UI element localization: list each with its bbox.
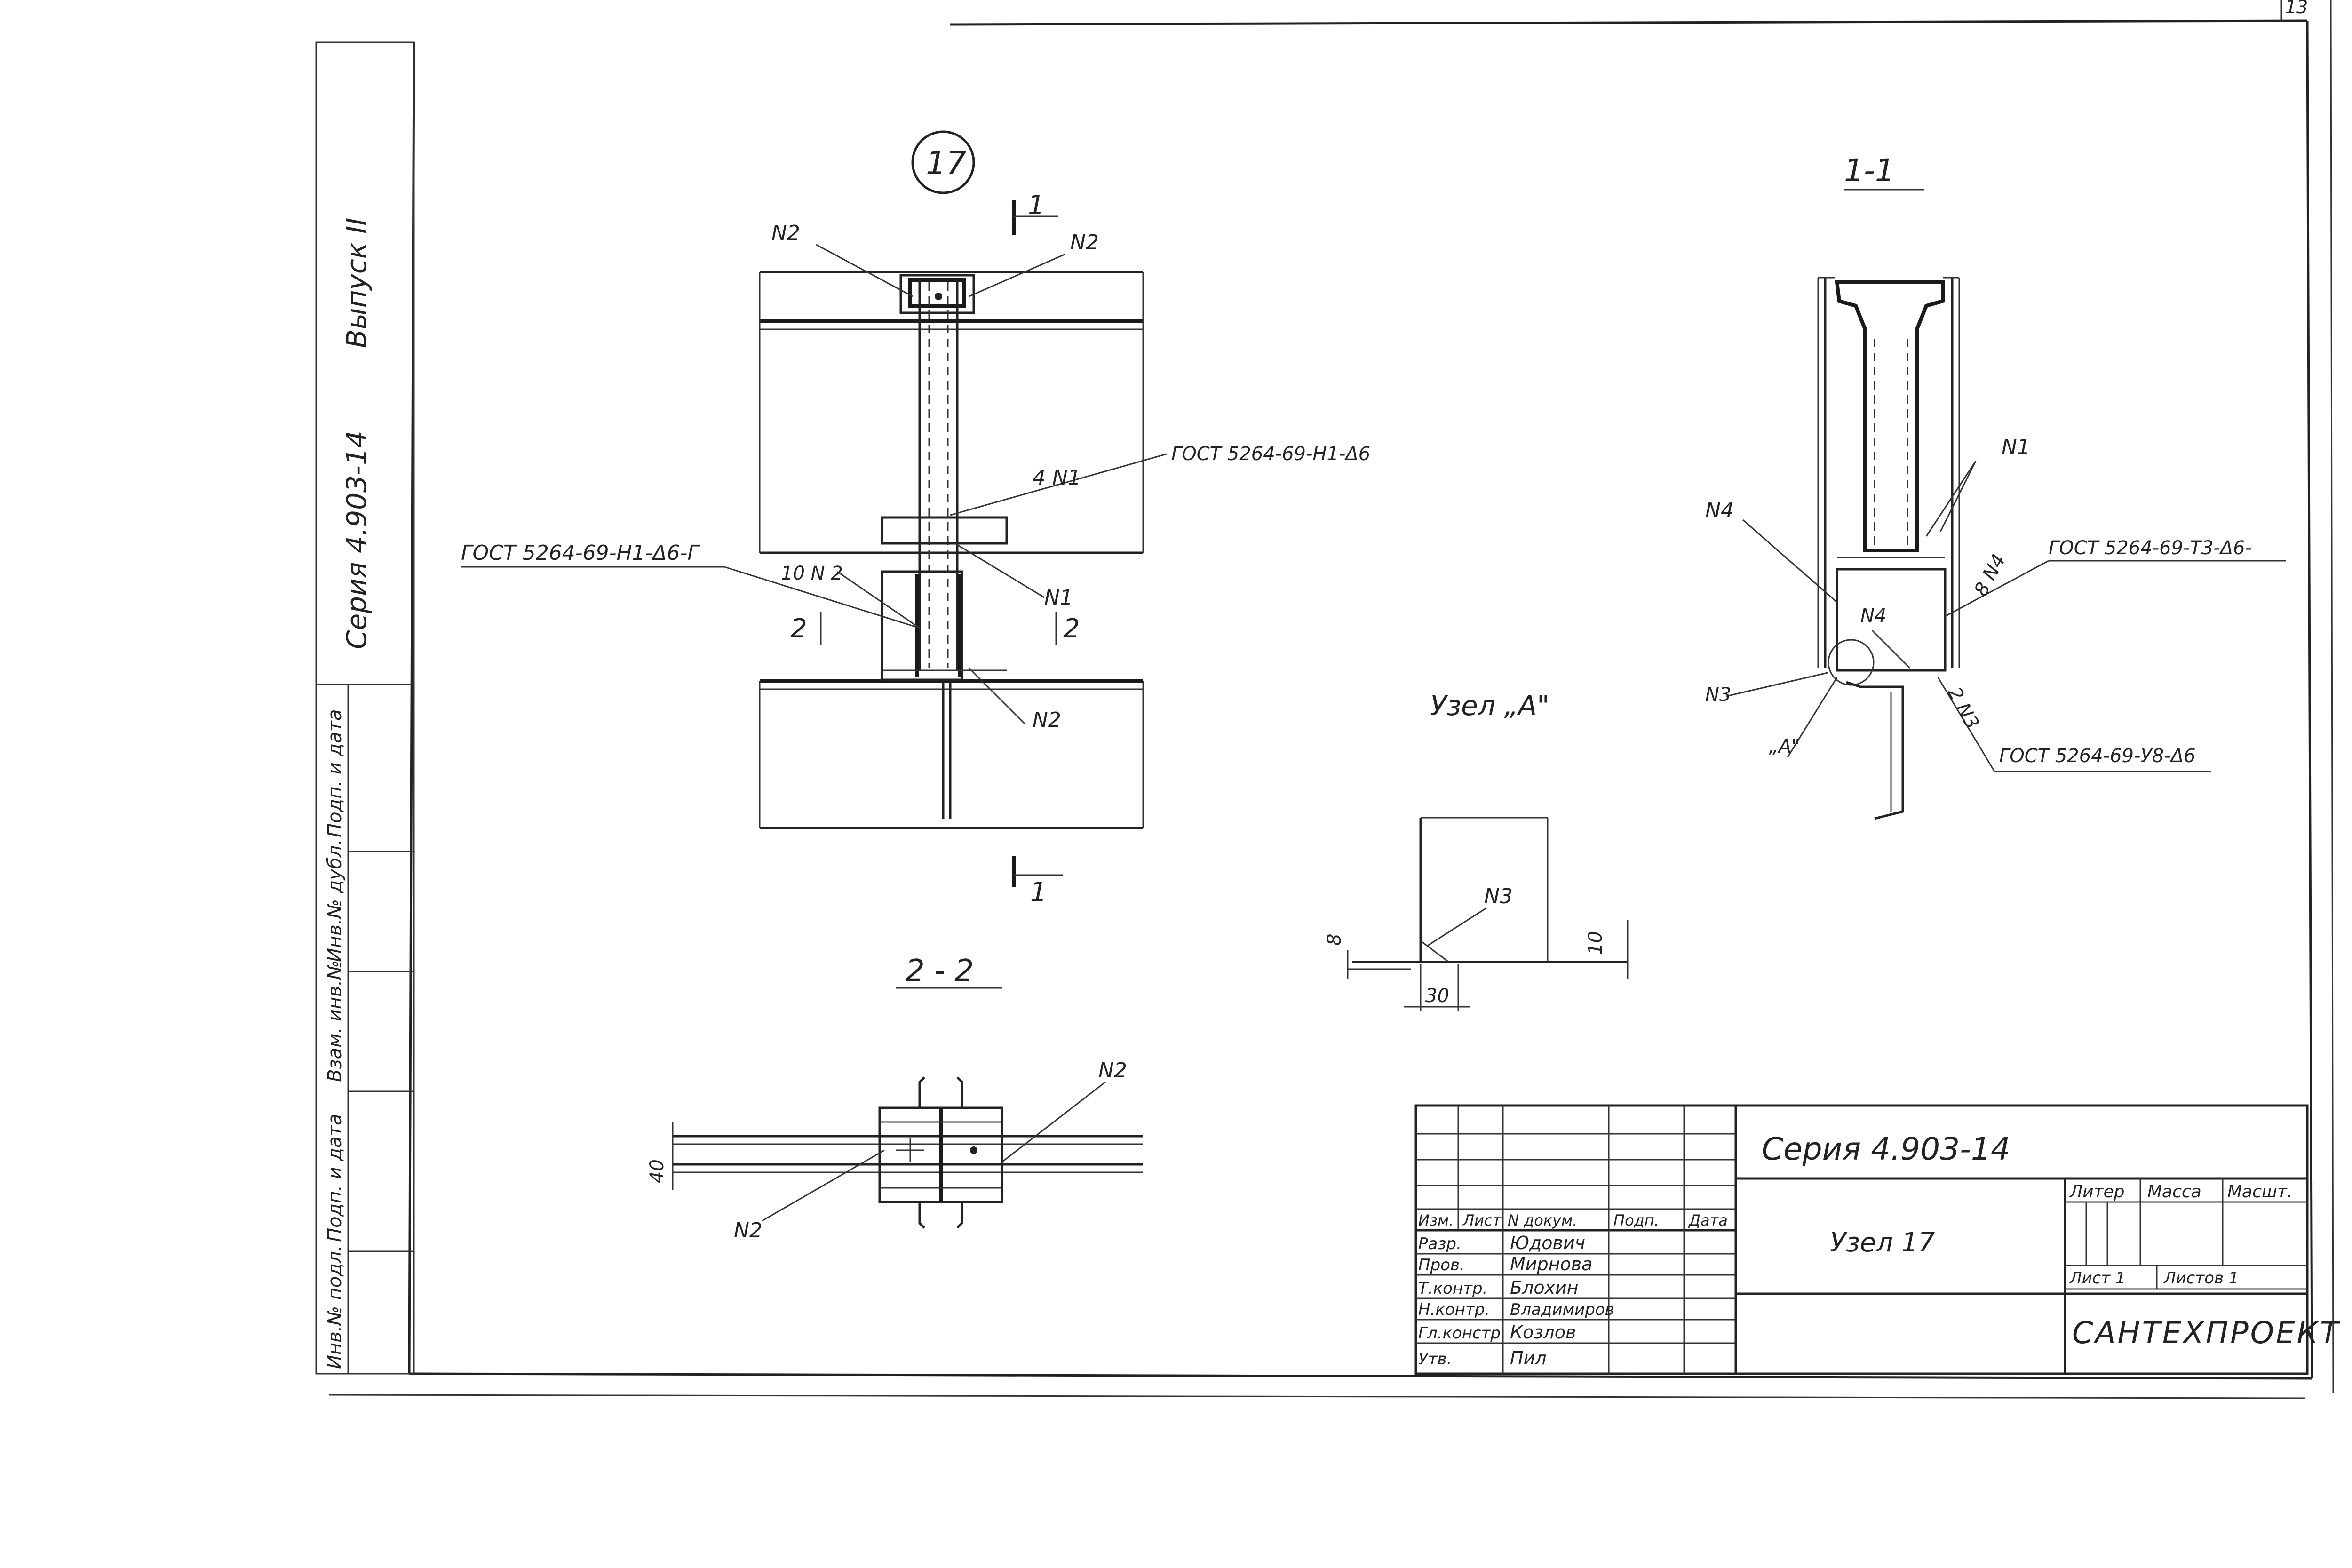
section-mark-2-right: 2	[1063, 613, 1080, 644]
section-1-1-title: 1-1	[1844, 152, 1895, 189]
label-n1-section: N1	[2002, 435, 2030, 459]
label-n2-2-2-left: N2	[734, 1218, 763, 1242]
label-n4-inside: N4	[1860, 605, 1886, 627]
side-stamp-issue: Выпуск II	[341, 218, 373, 348]
label-2n3: 2 N3	[1943, 684, 1983, 732]
title-block	[1414, 1104, 2309, 1375]
section-mark-1-top: 1	[1028, 190, 1045, 221]
section-2-2-title: 2 - 2	[906, 954, 974, 988]
detail-a-title: Узел „А"	[1430, 690, 1549, 722]
plan-view	[461, 130, 1167, 887]
dim-40: 40	[646, 1159, 668, 1183]
label-n4-left: N4	[1705, 499, 1734, 523]
label-n1-plan: N1	[1044, 586, 1073, 610]
label-n3-detail: N3	[1484, 884, 1513, 908]
tb-role-4: Н.контр.	[1418, 1300, 1490, 1319]
section-mark-1-bottom: 1	[1030, 877, 1047, 907]
label-n2-2-2-right: N2	[1098, 1059, 1127, 1082]
side-stamp-cell-4: Подп. и дата	[324, 1114, 346, 1242]
label-gost-h1-d6-g: ГОСТ 5264-69-Н1-Δ6-Г	[461, 541, 700, 565]
label-4n1: 4 N1	[1033, 466, 1081, 490]
tb-sheet: Лист 1	[2069, 1269, 2126, 1288]
section-1-1	[1726, 189, 2286, 820]
tb-name-4: Владимиров	[1510, 1300, 1614, 1319]
tb-name-1: Юдович	[1510, 1233, 1585, 1253]
label-n3-section: N3	[1705, 684, 1731, 706]
tb-role-2: Пров.	[1418, 1256, 1465, 1274]
tb-col-list: Лист	[1462, 1211, 1502, 1229]
label-n2-plan-bottom: N2	[1033, 708, 1061, 732]
label-n2-top-left: N2	[771, 221, 800, 245]
tb-lit: Литер	[2069, 1182, 2124, 1202]
side-stamp-cell-1: Подп. и дата	[324, 709, 346, 837]
tb-col-sign: Подп.	[1613, 1211, 1659, 1229]
side-stamp-cell-5: Инв.№ подл.	[324, 1245, 346, 1369]
node-marker: 17	[926, 145, 967, 182]
tb-org: САНТЕХПРОЕКТ	[2072, 1316, 2341, 1351]
sheet-frame	[329, 0, 2334, 1399]
tb-mass: Масса	[2147, 1182, 2201, 1202]
tb-col-izm: Изм.	[1418, 1211, 1454, 1229]
dim-30: 30	[1425, 985, 1449, 1007]
label-8n4: 8 N4	[1970, 551, 2010, 600]
tb-role-6: Утв.	[1418, 1350, 1452, 1369]
title-block-title: Узел 17	[1830, 1227, 1935, 1258]
dim-10: 10	[1585, 931, 1606, 955]
tb-role-3: Т.контр.	[1418, 1279, 1487, 1298]
tb-name-3: Блохин	[1510, 1277, 1579, 1298]
dim-8: 8	[1324, 934, 1345, 946]
tb-name-2: Мирнова	[1510, 1254, 1592, 1274]
detail-node-a	[1347, 817, 1629, 1011]
tb-name-5: Козлов	[1510, 1322, 1576, 1343]
label-n2-top-right: N2	[1070, 231, 1099, 255]
label-gost-t3-d6: ГОСТ 5264-69-Т3-Δ6-	[2049, 537, 2252, 559]
tb-role-5: Гл.констр.	[1418, 1324, 1506, 1343]
label-gost-y8-d6: ГОСТ 5264-69-У8-Δ6	[1999, 745, 2195, 767]
tb-name-6: Пил	[1510, 1348, 1547, 1369]
label-gost-h1-d6: ГОСТ 5264-69-Н1-Δ6	[1171, 443, 1370, 465]
title-block-series: Серия 4.903-14	[1762, 1131, 2010, 1167]
side-stamp-cell-2: Инв.№ дубл.	[324, 839, 346, 962]
side-stamp	[315, 41, 415, 1375]
tb-col-doc: N докум.	[1508, 1211, 1577, 1229]
sheet-number: 13	[2285, 0, 2308, 17]
node-marker-circle	[911, 130, 975, 194]
label-10n2: 10 N 2	[781, 563, 843, 584]
section-mark-2-left: 2	[790, 613, 807, 644]
tb-sheets: Листов 1	[2163, 1269, 2239, 1288]
tb-col-date: Дата	[1688, 1211, 1728, 1229]
tb-scale: Масшт.	[2227, 1182, 2292, 1202]
section-2-2	[672, 987, 1143, 1229]
side-stamp-cell-3: Взам. инв.№	[324, 960, 346, 1082]
side-stamp-series: Серия 4.903-14	[341, 430, 373, 649]
label-node-a-mark: „А"	[1769, 736, 1800, 757]
tb-role-1: Разр.	[1418, 1234, 1462, 1253]
